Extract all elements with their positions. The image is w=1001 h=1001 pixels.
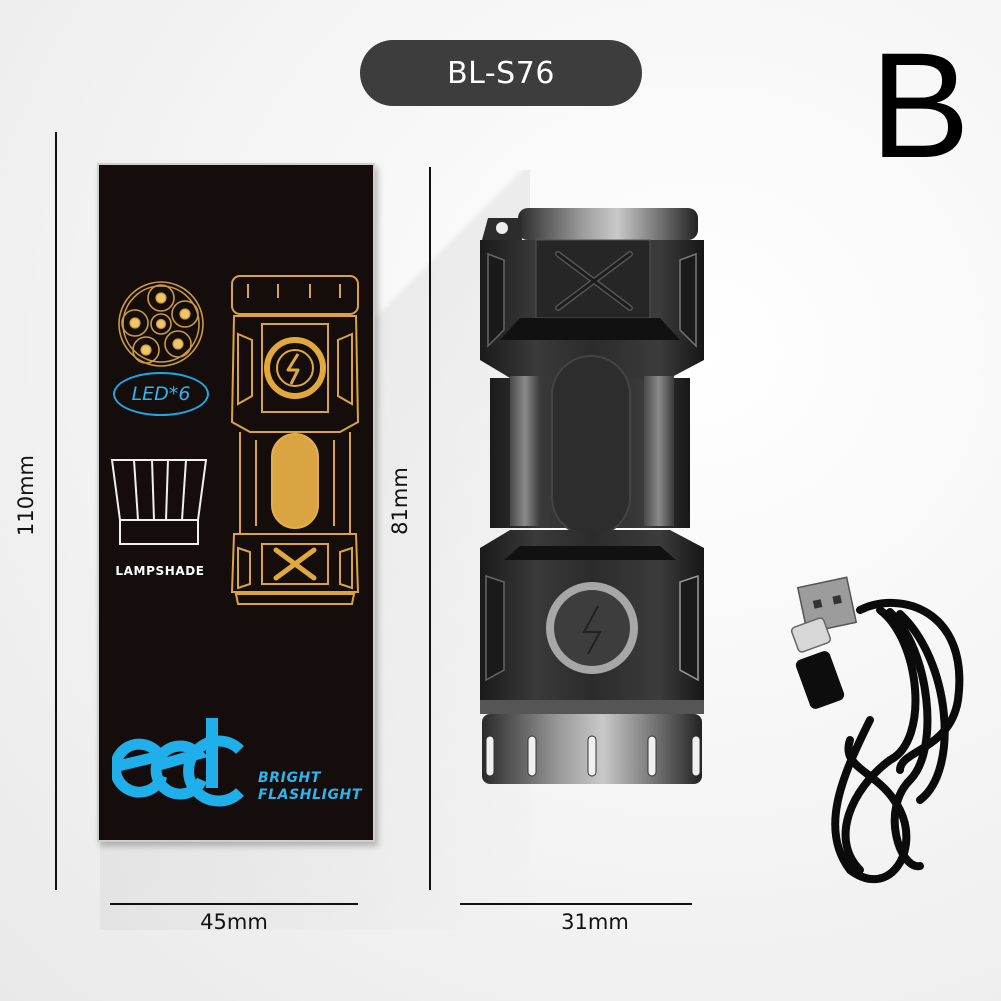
box-height-line — [55, 132, 57, 890]
box-height-label: 110mm — [14, 455, 38, 536]
usb-cable-icon — [790, 576, 964, 884]
brand-line-2: FLASHLIGHT — [258, 787, 363, 803]
lampshade-label: LAMPSHADE — [115, 564, 205, 578]
flashlight-height-label: 81mm — [388, 467, 412, 535]
flashlight-illustration-icon — [230, 275, 360, 605]
led-count-text: LED*6 — [131, 383, 191, 405]
model-name: BL-S76 — [447, 55, 555, 91]
flashlight-width-label: 31mm — [561, 910, 629, 934]
lampshade-icon — [110, 459, 208, 545]
flashlight-width-line — [460, 903, 692, 905]
model-badge: BL-S76 — [360, 40, 642, 106]
flashlight-product — [480, 208, 704, 784]
led-cluster-icon — [118, 281, 204, 367]
variant-letter: B — [870, 21, 971, 189]
brand-tagline: BRIGHT FLASHLIGHT — [258, 770, 362, 804]
brand-line-1: BRIGHT — [258, 770, 322, 786]
box-width-line — [110, 903, 358, 905]
led-count-badge: LED*6 — [113, 372, 209, 416]
box-width-label: 45mm — [200, 910, 268, 934]
flashlight-height-line — [429, 167, 431, 890]
edc-logo-icon — [112, 718, 244, 807]
